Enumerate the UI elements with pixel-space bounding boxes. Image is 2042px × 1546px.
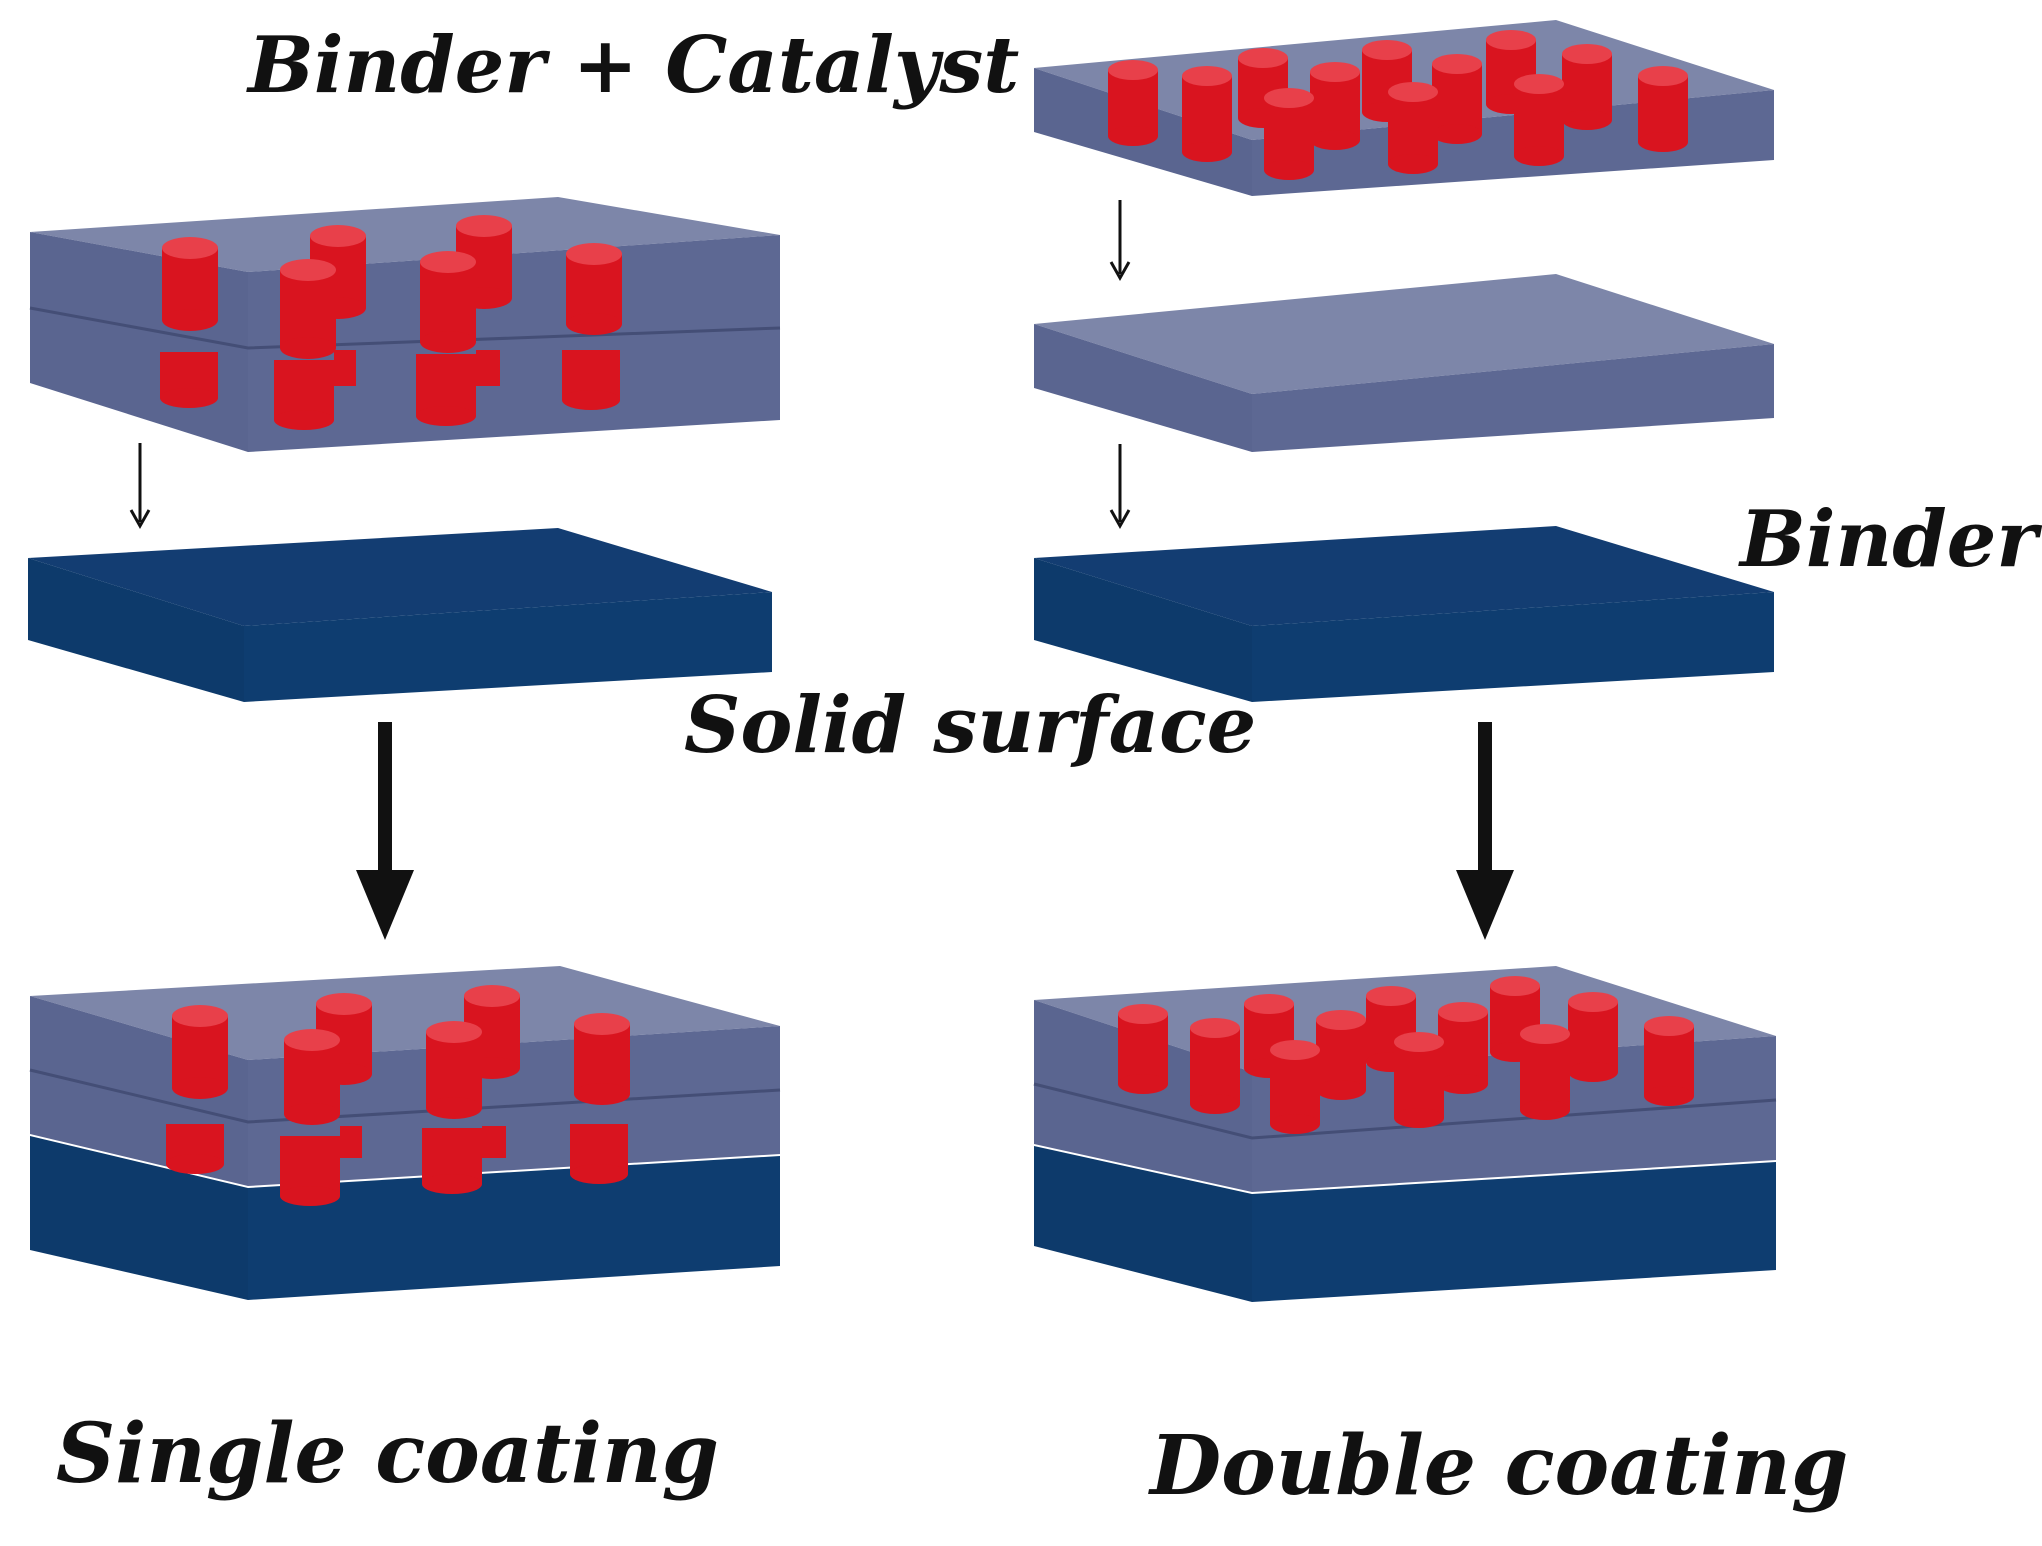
small-arrow-right-lower	[1109, 444, 1131, 530]
double-solid-surface	[1034, 526, 1774, 702]
catalyst-particle	[1562, 44, 1612, 130]
catalyst-particles-top	[1108, 30, 1688, 180]
small-arrow-right-upper	[1109, 200, 1131, 282]
catalyst-particle	[1190, 1018, 1240, 1114]
label-solid-surface: Solid surface	[684, 680, 1256, 771]
binder-layer	[1034, 274, 1774, 452]
double-coating-result	[1033, 966, 1777, 1302]
catalyst-particle	[1638, 66, 1688, 152]
catalyst-particle	[1310, 62, 1360, 150]
single-coating-result	[29, 966, 781, 1300]
label-single-coating: Single coating	[56, 1406, 719, 1502]
catalyst-particle	[1182, 66, 1232, 162]
catalyst-particle	[172, 1005, 228, 1099]
catalyst-particle	[574, 1013, 630, 1105]
catalyst-particle	[1432, 54, 1482, 144]
big-arrow-left	[356, 722, 414, 940]
catalyst-particle	[1644, 1016, 1694, 1106]
catalyst-particles-lower	[160, 350, 620, 430]
catalyst-particle	[1316, 1010, 1366, 1100]
big-arrow-right	[1456, 722, 1514, 940]
catalyst-particle	[1394, 1032, 1444, 1128]
catalyst-particle	[284, 1029, 340, 1125]
single-binder-catalyst-block	[29, 197, 781, 452]
label-binder: Binder	[1738, 494, 2042, 585]
catalyst-particles-single-result	[166, 985, 630, 1206]
label-binder-catalyst: Binder + Catalyst	[246, 20, 1019, 111]
catalyst-particle	[1108, 60, 1158, 146]
small-arrow-left	[129, 443, 151, 530]
catalyst-particle	[280, 259, 336, 359]
double-binder-catalyst-block	[1034, 20, 1774, 196]
catalyst-particle	[566, 243, 622, 335]
catalyst-particles-upper	[162, 215, 622, 359]
catalyst-particles-double-result	[1118, 976, 1694, 1134]
catalyst-particle	[1514, 74, 1564, 166]
catalyst-particle	[1568, 992, 1618, 1082]
catalyst-particle	[1438, 1002, 1488, 1094]
catalyst-particle	[420, 251, 476, 353]
catalyst-particle	[1520, 1024, 1570, 1120]
single-solid-surface	[28, 528, 772, 702]
catalyst-particle	[1118, 1004, 1168, 1094]
catalyst-particle	[426, 1021, 482, 1119]
label-double-coating: Double coating	[1148, 1418, 1848, 1514]
catalyst-particle	[162, 237, 218, 331]
catalyst-particle	[1264, 88, 1314, 180]
catalyst-particle	[1270, 1040, 1320, 1134]
catalyst-particle	[1388, 82, 1438, 174]
